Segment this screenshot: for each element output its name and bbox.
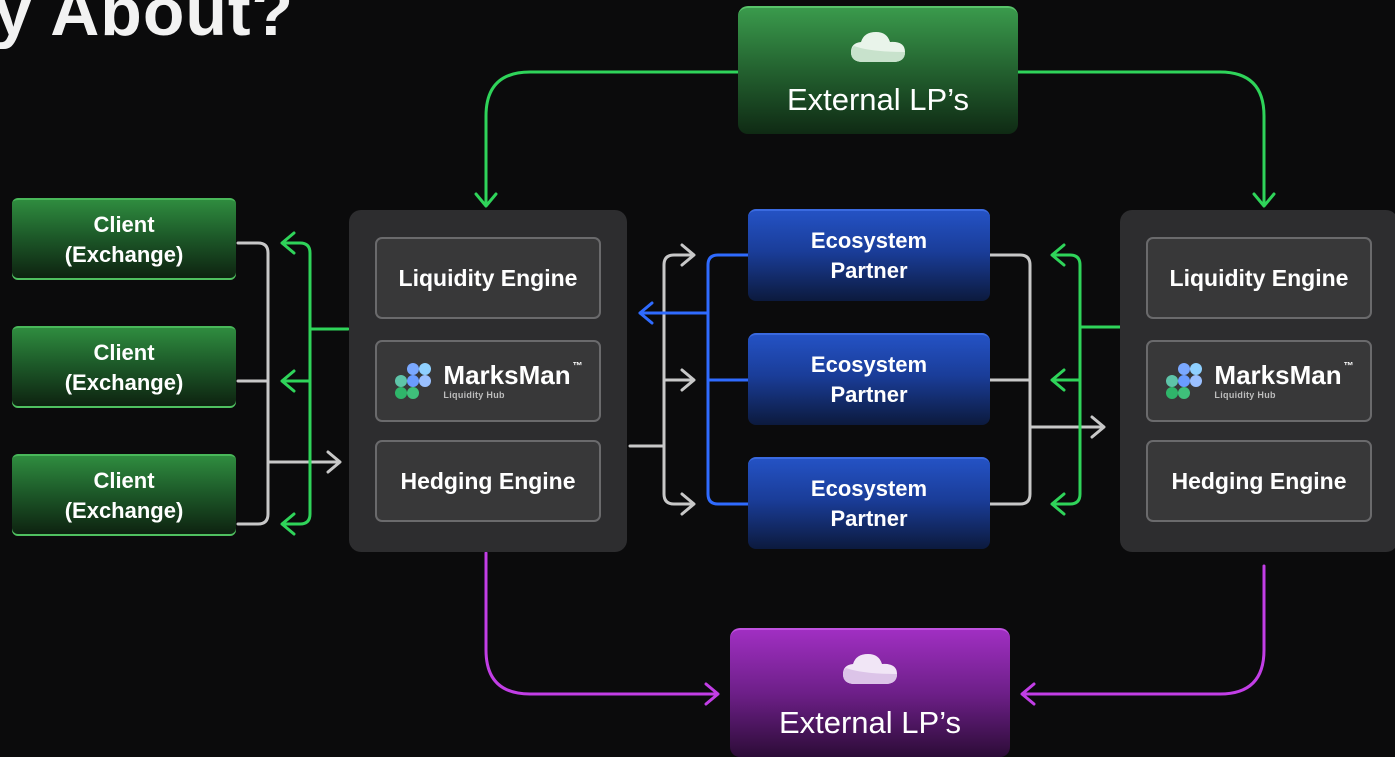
green-arrow-client-2 [280, 369, 296, 393]
hedging-engine-module: Hedging Engine [375, 440, 601, 522]
liquidity-engine-module: Liquidity Engine [1146, 237, 1372, 319]
green-arrow-client-1 [280, 231, 296, 255]
green-arrow-right-2 [1050, 368, 1066, 392]
page-title: y About? [0, 0, 295, 50]
client-label: Client [93, 340, 155, 365]
gray-arrow-partner-2 [680, 368, 696, 392]
client-sublabel: (Exchange) [64, 242, 184, 267]
gray-bracket-partners-out [988, 253, 1032, 506]
partner-label: Ecosystem [810, 476, 928, 501]
client-exchange-2: Client (Exchange) [12, 326, 236, 408]
gray-arrow-to-left-hub [326, 450, 342, 474]
external-lp-bottom: External LP’s [730, 628, 1010, 757]
liquidity-engine-module: Liquidity Engine [375, 237, 601, 319]
external-lp-bottom-label: External LP’s [778, 705, 962, 740]
gray-arrow-partner-1 [680, 243, 696, 267]
client-exchange-3: Client (Exchange) [12, 454, 236, 536]
green-arrow-client-3 [280, 512, 296, 536]
blue-bracket-partners [706, 253, 750, 506]
marksman-logo-icon [395, 363, 432, 399]
purple-link-left [484, 551, 718, 696]
purple-arrow-left [704, 682, 720, 706]
partner-label: Ecosystem [810, 352, 928, 377]
client-sublabel: (Exchange) [64, 498, 184, 523]
partner-sublabel: Partner [830, 258, 908, 283]
trademark-sign: ™ [1343, 361, 1354, 372]
green-link-top-right [1016, 70, 1266, 207]
client-exchange-1: Client (Exchange) [12, 198, 236, 280]
purple-arrow-right [1020, 682, 1036, 706]
cloud-icon [843, 654, 897, 684]
brand-subtitle: Liquidity Hub [1214, 390, 1276, 400]
marksman-logo-icon [1166, 363, 1203, 399]
green-arrow-right-3 [1050, 492, 1066, 516]
green-bracket-right [1052, 253, 1122, 506]
client-label: Client [93, 468, 155, 493]
green-arrow-top-left [474, 192, 498, 208]
ecosystem-partner-3: Ecosystem Partner [748, 457, 990, 549]
gray-arrow-to-right-hub [1090, 415, 1106, 439]
ecosystem-partner-1: Ecosystem Partner [748, 209, 990, 301]
partner-sublabel: Partner [830, 382, 908, 407]
cloud-icon [851, 32, 905, 62]
green-arrow-top-right [1252, 192, 1276, 208]
gray-arrow-partner-3 [680, 492, 696, 516]
client-label: Client [93, 212, 155, 237]
partner-sublabel: Partner [830, 506, 908, 531]
green-link-top-left [484, 70, 740, 207]
external-lp-top-label: External LP’s [786, 82, 970, 117]
gray-bracket-clients [236, 241, 270, 526]
ecosystem-partner-2: Ecosystem Partner [748, 333, 990, 425]
brand-subtitle: Liquidity Hub [443, 390, 505, 400]
client-sublabel: (Exchange) [64, 370, 184, 395]
external-lp-top: External LP’s [738, 6, 1018, 134]
blue-arrow-to-left-hub [638, 301, 654, 325]
green-arrow-right-1 [1050, 243, 1066, 267]
trademark-sign: ™ [572, 361, 583, 372]
gray-bracket-partners-in [662, 253, 694, 506]
purple-link-right [1022, 564, 1266, 696]
green-bracket-clients [282, 241, 350, 526]
partner-label: Ecosystem [810, 228, 928, 253]
hedging-engine-module: Hedging Engine [1146, 440, 1372, 522]
